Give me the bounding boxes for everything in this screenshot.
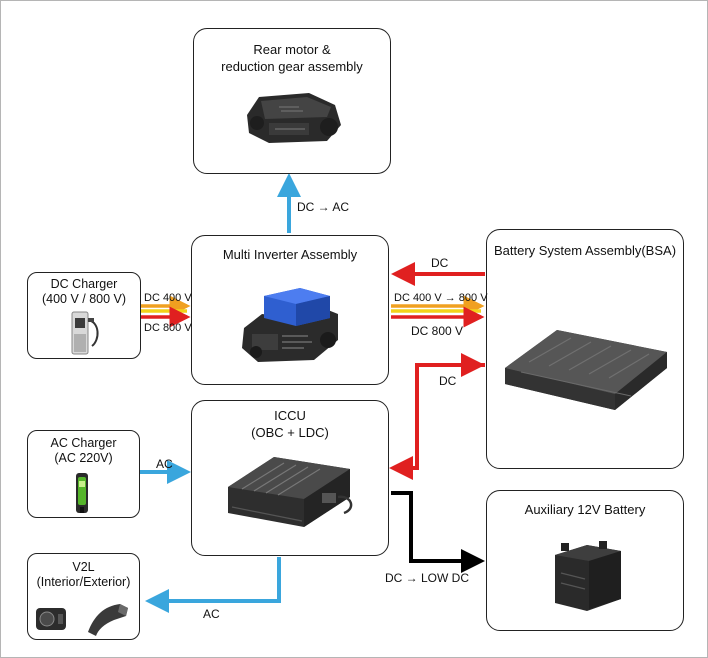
ac-charger-title-1: AC Charger bbox=[50, 436, 117, 450]
label-dc-400-to-800: DC 400 V → 800 V bbox=[394, 292, 488, 304]
label-dc-low: DC → LOW DC bbox=[385, 571, 469, 585]
rear-motor-title-2: reduction gear assembly bbox=[221, 59, 363, 74]
v2l-title-2: (Interior/Exterior) bbox=[36, 575, 131, 589]
iccu-title-2: (OBC + LDC) bbox=[251, 425, 329, 440]
battery-title: Battery System Assembly(BSA) bbox=[493, 243, 677, 258]
arrow-low-dc bbox=[391, 491, 485, 573]
v2l-box: V2L (Interior/Exterior) bbox=[27, 553, 140, 640]
label-dc-800v-right: DC 800 V bbox=[411, 324, 464, 338]
label-ac-in: AC bbox=[156, 457, 173, 471]
rear-motor-title-1: Rear motor & bbox=[253, 42, 331, 57]
ac-charger-title-2: (AC 220V) bbox=[54, 451, 113, 465]
dc-charger-title-1: DC Charger bbox=[50, 277, 118, 291]
inverter-title: Multi Inverter Assembly bbox=[222, 247, 358, 262]
dc-charger-image bbox=[71, 311, 99, 355]
motor-image bbox=[247, 93, 341, 143]
battery-box: Battery System Assembly(BSA) bbox=[486, 229, 684, 469]
label-dc-mid: DC bbox=[439, 374, 457, 388]
rear-motor-box: Rear motor & reduction gear assembly bbox=[193, 28, 391, 174]
inverter-box: Multi Inverter Assembly bbox=[191, 235, 389, 385]
iccu-title-1: ICCU bbox=[274, 408, 306, 423]
label-dc-top: DC bbox=[431, 256, 449, 270]
battery-pack-image bbox=[505, 330, 667, 410]
aux-battery-title: Auxiliary 12V Battery bbox=[524, 502, 646, 517]
arrow-ac-out bbox=[145, 557, 281, 613]
aux-battery-box: Auxiliary 12V Battery bbox=[486, 490, 684, 631]
ac-charger-image bbox=[76, 473, 88, 513]
v2l-image bbox=[36, 604, 128, 636]
dc-charger-box: DC Charger (400 V / 800 V) bbox=[27, 272, 141, 359]
label-dc-800v-left: DC 800 V bbox=[144, 322, 192, 334]
aux-battery-image bbox=[555, 541, 621, 611]
iccu-image bbox=[228, 457, 353, 527]
v2l-title-1: V2L bbox=[72, 560, 95, 574]
ac-charger-box: AC Charger (AC 220V) bbox=[27, 430, 140, 518]
label-dc-400v: DC 400 V bbox=[144, 292, 192, 304]
label-dc-to-ac: DC → AC bbox=[297, 200, 350, 214]
dc-charger-title-2: (400 V / 800 V) bbox=[41, 292, 127, 306]
label-ac-out: AC bbox=[203, 607, 220, 621]
inverter-image bbox=[242, 288, 338, 362]
iccu-box: ICCU (OBC + LDC) bbox=[191, 400, 389, 556]
